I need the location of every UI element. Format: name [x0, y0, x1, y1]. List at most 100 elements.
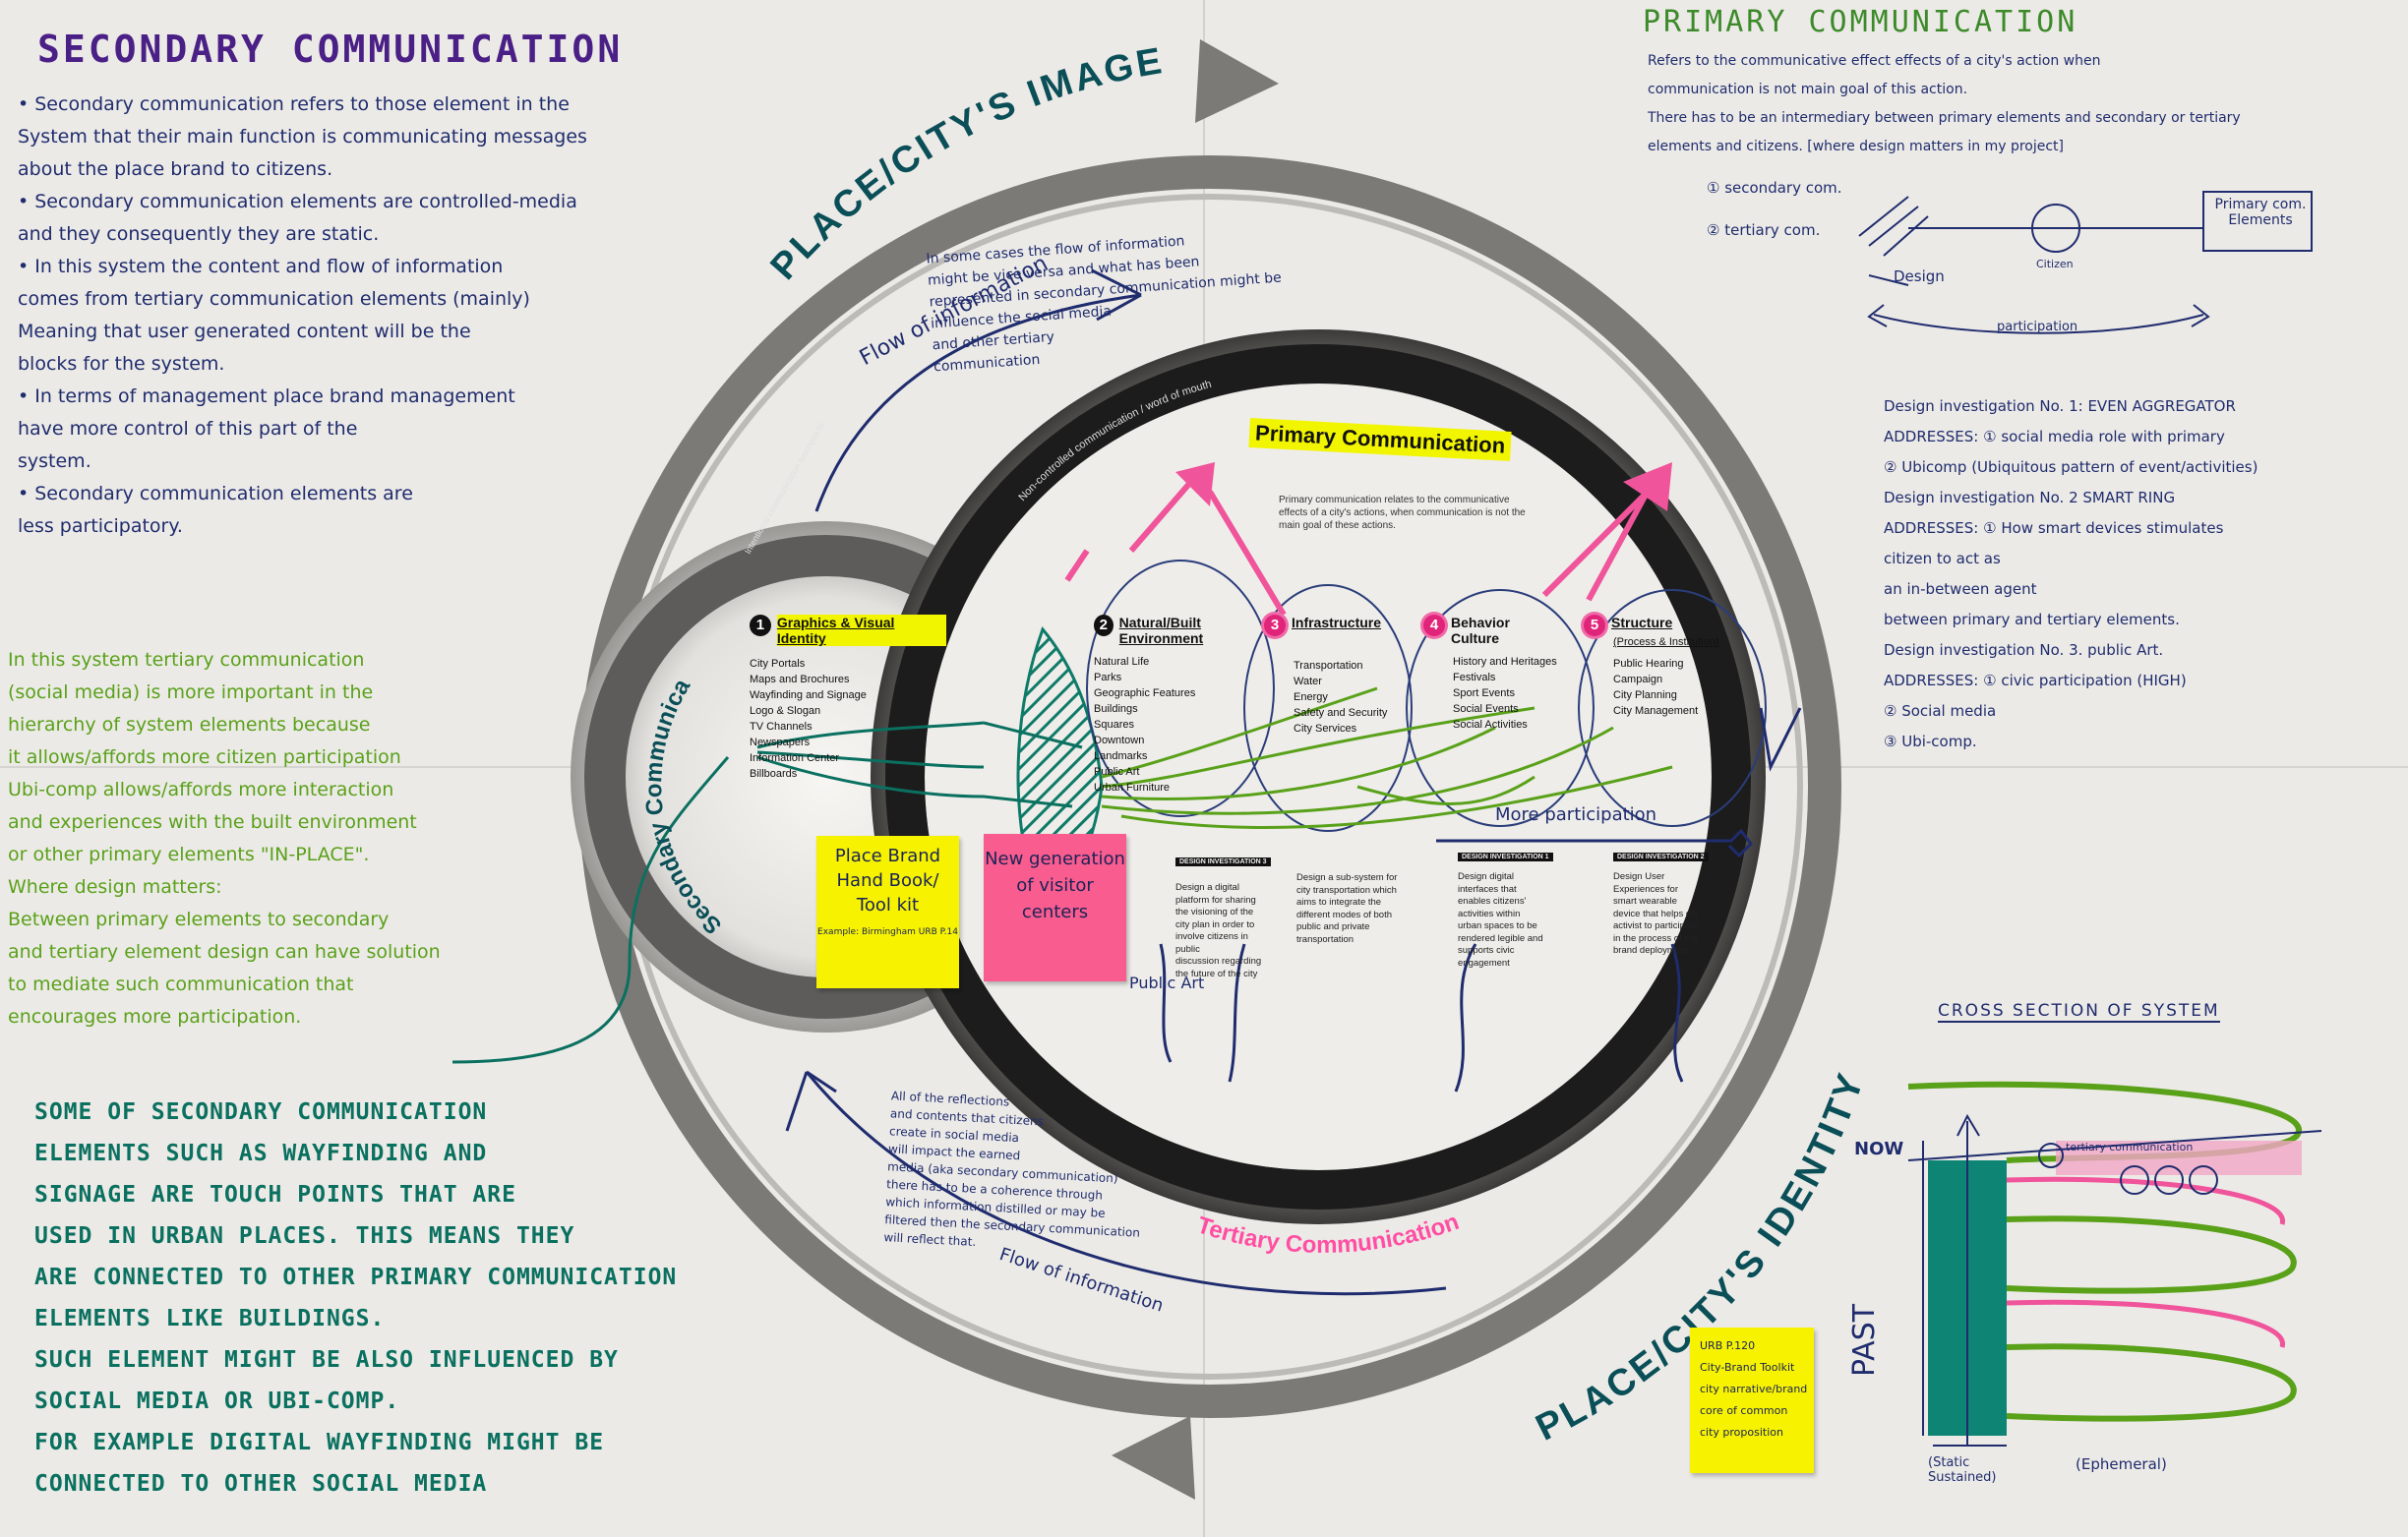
note-line: blocks for the system. [18, 353, 225, 375]
description-line: effects of a city's actions, when commun… [1279, 507, 1526, 518]
category-item: Campaign [1613, 674, 1663, 685]
category-number: 1 [750, 615, 771, 636]
note-line: hierarchy of system elements because [8, 714, 371, 736]
category-item: Sport Events [1453, 687, 1515, 699]
category-item: Billboards [750, 768, 798, 780]
cross-section-static: (Static Sustained) [1928, 1455, 1997, 1485]
category-item: Downtown [1094, 735, 1145, 746]
note-line: • In this system the content and flow of… [18, 256, 504, 277]
investigation-line: enables citizens' [1458, 896, 1527, 907]
pink-arrowheads [1175, 462, 1672, 511]
note-line: ADDRESSES: ① social media role with prim… [1884, 428, 2225, 445]
category-item: Festivals [1453, 672, 1496, 683]
sticky-line: URB P.120 [1700, 1339, 1756, 1352]
investigation-line: brand deployment [1613, 945, 1689, 956]
category-title: Natural/Built Environment [1118, 615, 1204, 646]
category-item: History and Heritages [1453, 656, 1557, 668]
investigation-line: involve citizens in [1175, 931, 1248, 942]
note-line: Design investigation No. 3. public Art. [1884, 641, 2164, 659]
category-item: Wayfinding and Signage [750, 689, 867, 701]
note-line: system. [18, 450, 91, 472]
sticky-line: City-Brand Toolkit [1700, 1361, 1795, 1374]
note-line: Refers to the communicative effect effec… [1648, 53, 2101, 69]
investigation-line: the visioning of the [1175, 907, 1254, 917]
note-line: citizen to act as [1884, 550, 2001, 567]
primary-intro: Refers to the communicative effect effec… [1648, 47, 2241, 161]
investigation-line: transportation [1296, 933, 1354, 945]
investigation-line: Design a digital [1175, 882, 1239, 893]
note-line: • In terms of management place brand man… [18, 385, 515, 407]
note-line: Meaning that user generated content will… [18, 321, 471, 342]
category-item: Information Center [750, 752, 840, 764]
category-item: Natural Life [1094, 656, 1150, 668]
category-item: City Services [1294, 723, 1357, 735]
sketch-design: Design [1894, 267, 1945, 285]
category-item: Safety and Security [1294, 707, 1388, 719]
note-line: an in-between agent [1884, 580, 2037, 598]
cross-section-sketch [1907, 1081, 2322, 1447]
note-line: to mediate such communication that [8, 974, 354, 995]
investigation-line: Experiences for [1613, 883, 1679, 895]
investigation-line: urban spaces to be [1458, 920, 1537, 931]
note-line: ADDRESSES: ① civic participation (HIGH) [1884, 672, 2187, 689]
note-line: ③ Ubi-comp. [1884, 733, 1977, 750]
note-line: communication is not main goal of this a… [1648, 82, 1968, 97]
investigation-line: smart wearable [1613, 896, 1677, 907]
category-title: Structure [1611, 615, 1673, 630]
investigation-line: engagement [1458, 957, 1510, 969]
note-line: Ubi-comp allows/affords more interaction [8, 779, 394, 800]
investigation-line: city transportation which [1296, 884, 1397, 896]
investigation-line: public [1175, 943, 1200, 955]
note-line: CONNECTED TO OTHER SOCIAL MEDIA [34, 1471, 488, 1497]
sticky-line: city narrative/brand [1700, 1383, 1808, 1395]
teal-connections [452, 721, 1083, 1064]
sketch-citizen: Citizen [2036, 258, 2074, 270]
sketch-participation: participation [1997, 320, 2078, 334]
investigation-line: aims to integrate the [1296, 897, 1382, 908]
note-line: ADDRESSES: ① How smart devices stimulate… [1884, 519, 2224, 537]
note-line: and tertiary element design can have sol… [8, 941, 441, 963]
category-title: Behavior Culture [1451, 615, 1510, 646]
investigation-line: supports civic [1458, 945, 1515, 956]
primary-description: Primary communication relates to the com… [1279, 494, 1526, 532]
investigation-line: public and private [1296, 921, 1370, 932]
note-line: SOME OF SECONDARY COMMUNICATION [34, 1099, 488, 1125]
category-item: Landmarks [1094, 750, 1148, 762]
cross-section-ephemeral: (Ephemeral) [2076, 1455, 2167, 1473]
category-item: Energy [1294, 691, 1328, 703]
investigation-line: Design a sub-system for [1296, 872, 1398, 883]
description-line: main goal of these actions. [1279, 520, 1396, 531]
category-item: Water [1294, 676, 1322, 687]
sticky-line: of visitor [1016, 875, 1094, 896]
category-item: Squares [1094, 719, 1134, 731]
investigation-label: DESIGN INVESTIGATION 3 [1175, 857, 1271, 866]
touchpoint-notes: SOME OF SECONDARY COMMUNICATION ELEMENTS … [34, 1092, 677, 1505]
category-item: Social Activities [1453, 719, 1528, 731]
tertiary-ring [885, 344, 1751, 1210]
investigation-line: city plan in order to [1175, 918, 1255, 930]
category-item: Urban Furniture [1094, 782, 1171, 794]
investigation-line: Design User [1613, 871, 1665, 882]
note-line: ELEMENTS LIKE BUILDINGS. [34, 1306, 386, 1331]
note-line: between primary and tertiary elements. [1884, 611, 2180, 628]
note-line: • Secondary communication refers to thos… [18, 93, 570, 115]
note-line: USED IN URBAN PLACES. THIS MEANS THEY [34, 1223, 575, 1249]
outer-ring-arrowhead-bottom [1112, 1416, 1195, 1500]
note-line: • Secondary communication elements are c… [18, 191, 577, 212]
cross-section-tertiary: tertiary communication [2066, 1141, 2194, 1153]
investigation-line: Design digital [1458, 871, 1515, 882]
category-number: 5 [1584, 615, 1605, 636]
note-line: Design investigation No. 1: EVEN AGGREGA… [1884, 397, 2236, 415]
note-line: SOCIAL MEDIA OR UBI-COMP. [34, 1389, 400, 1414]
